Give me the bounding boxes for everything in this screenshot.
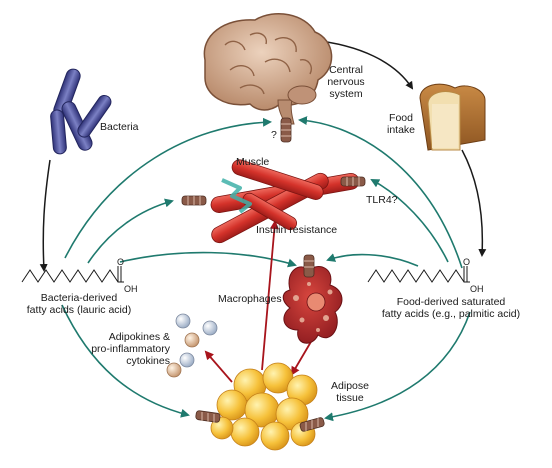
arrow-left-to-muscle [87, 198, 174, 264]
receptor-icon [280, 117, 292, 143]
arrow-right-to-adipose [324, 311, 471, 422]
oh-left-label: OH [124, 284, 138, 294]
adipose-tissue-label: Adipose tissue [331, 380, 369, 404]
o-right-label: O [463, 257, 471, 267]
macrophages-label: Macrophages [218, 293, 282, 305]
food-fatty-acids-label: Food-derived saturated fatty acids (e.g.… [381, 296, 521, 320]
muscle-label: Muscle [236, 156, 270, 168]
tlr4-label: TLR4? [366, 194, 398, 206]
receptor-icon [340, 176, 366, 187]
oh-right-label: OH [470, 284, 484, 294]
lauric-acid-structure [21, 266, 124, 283]
adipokines-label: Adipokines & pro-inflammatory cytokines [91, 331, 170, 367]
o-left-label: O [117, 257, 125, 267]
receptor-icon [181, 195, 207, 206]
arrow-macrophage-to-adipose [290, 339, 313, 376]
bacteria-fatty-acids-label: Bacteria-derived fatty acids (lauric aci… [26, 292, 132, 316]
palmitic-acid-structure [367, 266, 470, 283]
cytokine-icon [166, 313, 218, 378]
arrow-right-to-brain [298, 116, 463, 269]
arrow-left-to-adipose [61, 304, 190, 418]
insulin-resistance-label: Insulin resistance [256, 224, 338, 236]
arrow-adipose-to-muscle [261, 220, 279, 371]
bread-icon [419, 83, 486, 151]
bacteria-icon [50, 68, 112, 155]
muscle-icon [210, 159, 360, 244]
arrow-bacteria-to-fattyacids [39, 159, 51, 272]
arrow-left-to-macrophage [119, 251, 297, 268]
question-label: ? [271, 129, 277, 141]
receptor-icon [303, 254, 315, 278]
arrow-food-to-fattyacids [461, 149, 487, 257]
arrow-adipose-to-cytokines [204, 350, 233, 383]
arrow-right-to-muscle [370, 179, 449, 263]
bacteria-label: Bacteria [100, 121, 139, 133]
arrow-right-to-macrophage [326, 253, 419, 267]
macrophage-icon [282, 266, 343, 344]
receptor-icon [195, 410, 221, 423]
food-intake-label: Food intake [386, 112, 416, 136]
arrow-left-to-brain [64, 117, 272, 259]
receptor-icon [299, 417, 325, 432]
cns-label: Central nervous system [327, 64, 365, 100]
brain-icon [203, 13, 333, 125]
